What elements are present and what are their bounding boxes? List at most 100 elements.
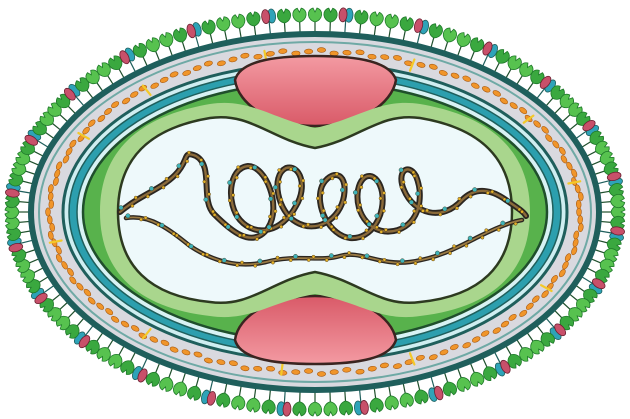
genome-bead bbox=[202, 253, 205, 256]
orange-protein bbox=[577, 215, 582, 224]
genome-bead bbox=[268, 215, 271, 218]
green-spike-head bbox=[308, 8, 321, 22]
genome-bead bbox=[144, 216, 147, 219]
genome-bead bbox=[384, 228, 387, 231]
genome-bead bbox=[264, 180, 267, 183]
orange-protein bbox=[317, 48, 325, 53]
genome-bead bbox=[273, 185, 277, 189]
genome-bead bbox=[186, 160, 189, 163]
genome-bead bbox=[353, 190, 357, 194]
genome-bead bbox=[226, 225, 230, 229]
genome-bead bbox=[316, 197, 319, 200]
genome-bead bbox=[302, 179, 305, 182]
green-spike-head bbox=[384, 395, 399, 411]
genome-bead bbox=[235, 176, 238, 179]
genome-bead bbox=[344, 201, 347, 204]
genome-bead bbox=[448, 252, 451, 255]
glycoprotein-spike bbox=[277, 9, 292, 36]
genome-bead bbox=[293, 254, 297, 258]
green-spike-head bbox=[427, 23, 444, 40]
orange-protein bbox=[330, 370, 339, 375]
genome-bead bbox=[514, 222, 517, 225]
genome-bead bbox=[458, 197, 461, 200]
glycoprotein-spike bbox=[293, 8, 307, 34]
genome-bead bbox=[421, 209, 424, 212]
genome-bead bbox=[232, 194, 235, 197]
glycoprotein-spike bbox=[261, 9, 278, 37]
glycoprotein-spike bbox=[308, 390, 321, 416]
genome-bead bbox=[329, 254, 333, 258]
glycoprotein-spike bbox=[293, 390, 307, 416]
glycoprotein-spike bbox=[277, 389, 293, 417]
orange-protein bbox=[291, 370, 300, 375]
orange-protein bbox=[576, 200, 581, 209]
genome-bead bbox=[455, 207, 458, 210]
green-spike-head bbox=[172, 380, 189, 397]
genome-bead bbox=[203, 180, 206, 183]
genome-bead bbox=[235, 215, 239, 219]
genome-bead bbox=[344, 183, 347, 186]
genome-bead bbox=[253, 165, 257, 169]
orange-protein bbox=[278, 48, 287, 53]
genome-bead bbox=[416, 191, 420, 195]
genome-bead bbox=[320, 179, 324, 183]
genome-bead bbox=[274, 210, 277, 213]
green-spike-head bbox=[399, 392, 415, 408]
orange-protein bbox=[49, 200, 54, 209]
genome-bead bbox=[306, 223, 309, 226]
glycoprotein-spike bbox=[338, 389, 353, 416]
genome-bead bbox=[242, 234, 245, 237]
genome-bead bbox=[289, 216, 293, 220]
genome-bead bbox=[486, 191, 489, 194]
genome-bead bbox=[521, 210, 524, 213]
green-spike-head bbox=[277, 9, 291, 24]
genome-bead bbox=[292, 201, 296, 205]
genome-bead bbox=[176, 175, 179, 178]
yellow-tether bbox=[281, 363, 283, 375]
green-spike-head bbox=[186, 384, 203, 401]
genome-bead bbox=[399, 168, 403, 172]
genome-bead bbox=[119, 206, 123, 210]
orange-protein bbox=[278, 370, 287, 375]
genome-bead bbox=[211, 210, 214, 213]
genome-bead bbox=[325, 259, 328, 262]
genome-bead bbox=[420, 204, 423, 207]
genome-bead bbox=[146, 195, 149, 198]
genome-bead bbox=[378, 260, 381, 263]
genome-bead bbox=[140, 218, 143, 221]
orange-protein bbox=[304, 49, 312, 54]
genome-bead bbox=[289, 259, 292, 262]
genome-bead bbox=[238, 234, 241, 237]
genome-bead bbox=[131, 204, 134, 207]
genome-bead bbox=[506, 199, 510, 203]
glycoprotein-spike bbox=[308, 8, 321, 34]
genome-bead bbox=[160, 223, 164, 227]
green-spike-head bbox=[441, 27, 458, 44]
genome-bead bbox=[321, 213, 325, 217]
genome-bead bbox=[200, 162, 204, 166]
genome-bead bbox=[330, 225, 333, 228]
genome-bead bbox=[258, 259, 262, 263]
green-spike-head bbox=[455, 31, 472, 49]
green-spike-head bbox=[215, 392, 231, 408]
green-spike-head bbox=[610, 194, 625, 208]
genome-bead bbox=[289, 168, 292, 171]
genome-bead bbox=[501, 221, 505, 225]
genome-bead bbox=[497, 228, 500, 231]
green-spike-head bbox=[215, 16, 231, 32]
genome-bead bbox=[360, 175, 363, 178]
green-spike-head bbox=[441, 380, 458, 397]
genome-bead bbox=[360, 186, 363, 189]
genome-bead bbox=[453, 245, 456, 248]
genome-bead bbox=[400, 259, 404, 263]
orange-protein bbox=[343, 50, 352, 55]
genome-bead bbox=[409, 200, 413, 204]
genome-bead bbox=[320, 226, 323, 229]
genome-bead bbox=[443, 207, 447, 211]
genome-bead bbox=[312, 255, 315, 258]
genome-bead bbox=[468, 236, 472, 240]
genome-bead bbox=[420, 187, 423, 190]
genome-bead bbox=[435, 251, 439, 255]
genome-bead bbox=[271, 261, 274, 264]
